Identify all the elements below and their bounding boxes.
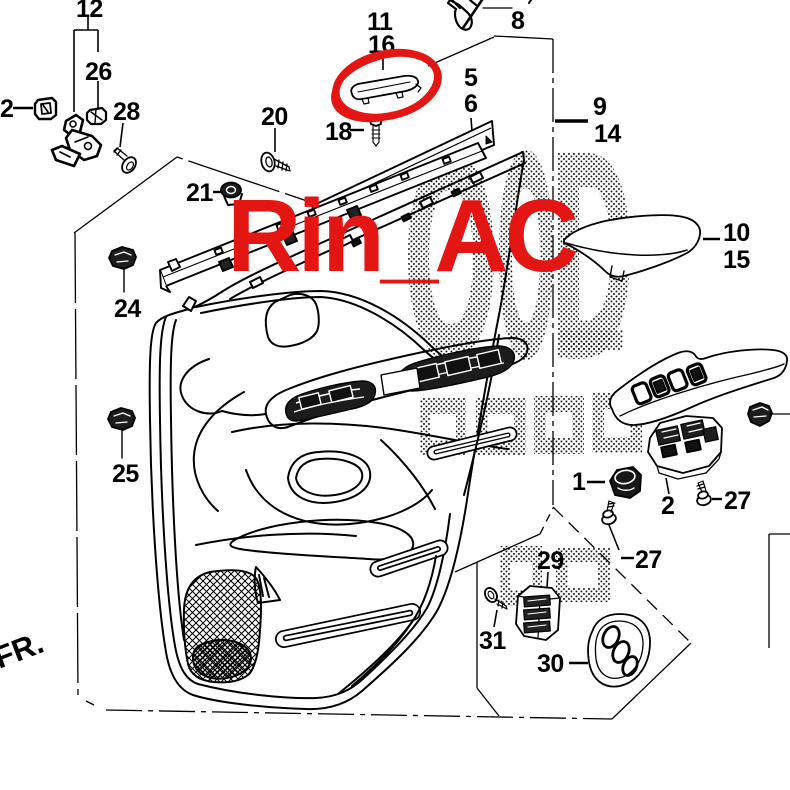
svg-text:27: 27 xyxy=(635,546,662,574)
svg-text:6: 6 xyxy=(464,90,477,118)
svg-text:26: 26 xyxy=(85,58,112,86)
svg-text:29: 29 xyxy=(537,547,564,575)
svg-text:9: 9 xyxy=(593,93,606,121)
svg-text:Rin_AC: Rin_AC xyxy=(227,178,577,293)
svg-text:12: 12 xyxy=(76,0,103,23)
svg-text:8: 8 xyxy=(511,7,525,35)
svg-text:25: 25 xyxy=(112,460,139,488)
svg-text:2: 2 xyxy=(661,492,674,520)
svg-text:20: 20 xyxy=(261,103,288,131)
svg-text:18: 18 xyxy=(325,118,352,146)
svg-text:15: 15 xyxy=(723,246,750,274)
svg-text:14: 14 xyxy=(594,120,621,148)
svg-text:10: 10 xyxy=(723,219,750,247)
svg-text:31: 31 xyxy=(479,627,506,655)
svg-text:2: 2 xyxy=(0,95,13,123)
svg-text:30: 30 xyxy=(537,650,564,678)
svg-text:24: 24 xyxy=(114,295,141,323)
svg-text:1: 1 xyxy=(572,468,586,496)
svg-text:5: 5 xyxy=(464,64,478,92)
svg-text:11: 11 xyxy=(367,8,393,36)
svg-text:27: 27 xyxy=(724,487,751,515)
svg-text:28: 28 xyxy=(113,98,140,126)
svg-text:21: 21 xyxy=(186,179,213,207)
